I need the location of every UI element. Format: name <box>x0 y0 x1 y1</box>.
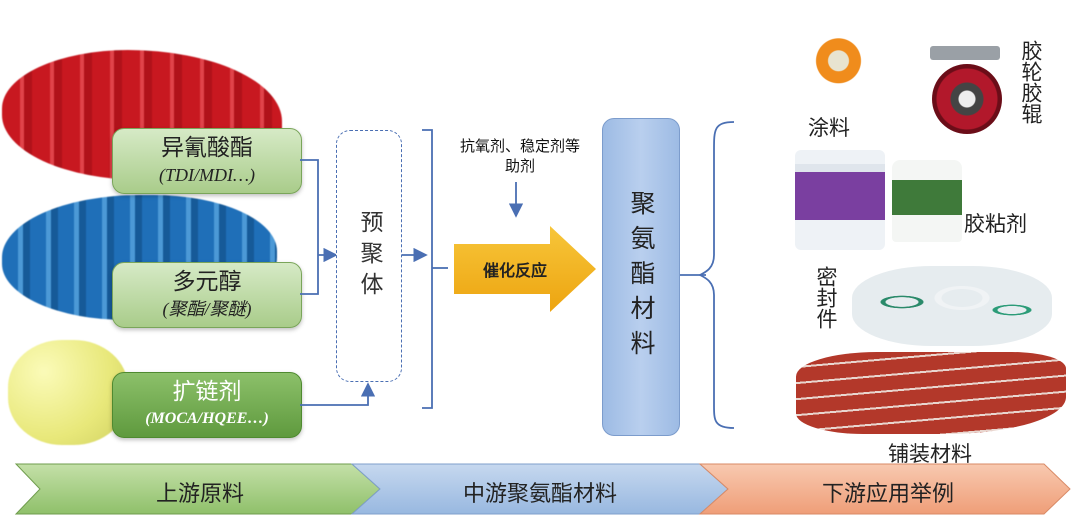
track-photo <box>796 352 1066 434</box>
stage-midstream: 中游聚氨酯材料 <box>462 482 617 507</box>
stage-banner <box>14 463 1071 515</box>
isocyanate-label: 异氰酸酯 <box>161 135 253 161</box>
stage-downstream: 下游应用举例 <box>821 482 954 507</box>
additive-line1: 抗氧剂、稳定剂等 <box>459 137 580 155</box>
stage-upstream: 上游原料 <box>155 482 244 507</box>
polyol-label: 多元醇 <box>172 269 242 295</box>
product-box: 聚氨酯材料 <box>602 118 680 436</box>
bucket-photo <box>795 150 885 250</box>
paving-label: 铺装材料 <box>888 442 972 466</box>
polyol-sub: (聚酯/聚醚) <box>162 299 252 319</box>
jug-photo <box>892 160 962 242</box>
prepolymer-label: 预聚体 <box>356 209 382 303</box>
wheels-photo <box>810 32 905 104</box>
polyol-box: 多元醇 (聚酯/聚醚) <box>112 262 302 328</box>
adhesive-label: 胶粘剂 <box>964 212 1027 236</box>
additive-line2: 助剂 <box>504 157 535 175</box>
chain-extender-label: 扩链剂 <box>172 379 242 405</box>
caster-photo <box>922 46 1010 136</box>
reaction-label: 催化反应 <box>482 261 547 280</box>
wheel-label: 胶轮胶辊 <box>1019 40 1043 124</box>
chain-extender-box: 扩链剂 (MOCA/HQEE…) <box>112 372 302 438</box>
product-label: 聚氨酯材料 <box>627 189 656 365</box>
chain-extender-sub: (MOCA/HQEE…) <box>145 410 269 427</box>
reaction-arrow <box>454 226 596 312</box>
additive-text: 抗氧剂、稳定剂等 助剂 <box>440 136 600 176</box>
seals-photo <box>852 266 1052 346</box>
coating-label: 涂料 <box>808 116 850 140</box>
pellets-photo <box>8 340 128 445</box>
isocyanate-box: 异氰酸酯 (TDI/MDI…) <box>112 128 302 194</box>
seal-label: 密封件 <box>814 266 838 329</box>
isocyanate-sub: (TDI/MDI…) <box>159 165 255 185</box>
prepolymer-box: 预聚体 <box>336 130 402 382</box>
